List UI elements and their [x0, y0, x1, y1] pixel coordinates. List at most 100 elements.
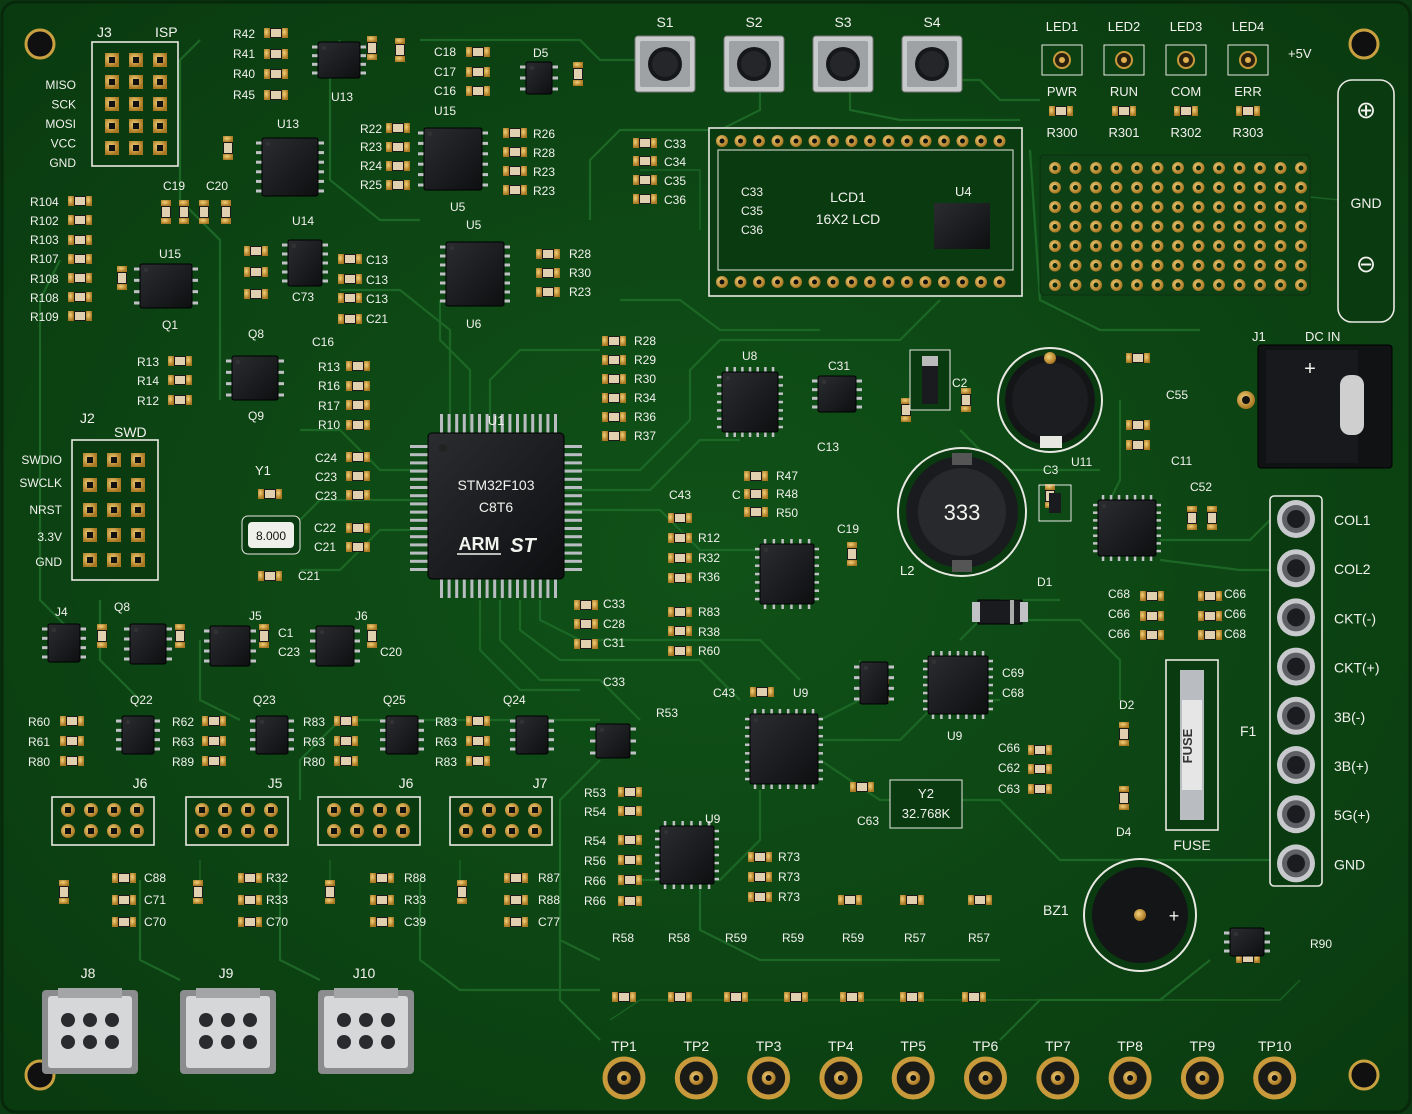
tactile-switch[interactable]: [723, 35, 785, 93]
tactile-switch[interactable]: [812, 35, 874, 93]
smd-passive: [259, 624, 269, 648]
smd-passive: [202, 716, 226, 726]
component-ref-label: C68: [1108, 587, 1130, 601]
smd-passive: [457, 880, 467, 904]
proto-pad-hole: [1278, 204, 1283, 210]
header-pin-post: [111, 507, 117, 513]
smd-passive: [574, 619, 598, 629]
terminal-label: CKT(+): [1334, 660, 1380, 676]
proto-pad-hole: [1155, 185, 1160, 190]
mcu-pin: [410, 469, 430, 473]
swd-pin-label: GND: [35, 555, 62, 569]
proto-pad-hole: [1298, 224, 1304, 229]
buzzer: + BZ1: [1043, 858, 1197, 972]
mcu-pin: [410, 527, 430, 530]
smd-passive: [612, 992, 636, 1002]
smd-passive: [59, 880, 69, 904]
header-pin-post: [157, 101, 163, 107]
proto-pad-hole: [1134, 224, 1140, 229]
terminal-label: 5G(+): [1334, 807, 1370, 823]
terminal-label: COL2: [1334, 561, 1371, 577]
component-ref-label: R66: [584, 894, 606, 908]
smd-passive: [466, 86, 490, 96]
lcd-pin-hole: [719, 279, 725, 285]
component-ref-label: C77: [538, 915, 560, 929]
component-ref-label: R83: [435, 755, 457, 769]
svg-text:LCD1: LCD1: [830, 189, 866, 205]
smd-passive: [112, 917, 136, 927]
proto-pad-hole: [1114, 224, 1119, 229]
dc-jack: J1 DC IN +: [1237, 329, 1393, 469]
smd-passive: [633, 194, 657, 204]
mcu-pin: [493, 414, 497, 434]
smd-passive: [112, 873, 136, 883]
proto-pad-hole: [1134, 243, 1140, 249]
proto-pad-hole: [1093, 243, 1099, 249]
mcu-pin: [500, 414, 504, 434]
smd-passive: [68, 215, 92, 225]
component-ref-label: R104: [30, 195, 59, 209]
smd-passive: [68, 292, 92, 302]
svg-text:GND: GND: [1350, 195, 1381, 211]
mcu-pin: [500, 578, 504, 598]
proto-pad-hole: [1175, 185, 1181, 190]
ic-chip: [854, 661, 894, 705]
component-ref-label: R47: [776, 469, 798, 483]
proto-pad-hole: [1257, 243, 1263, 249]
mcu-pin: [562, 486, 582, 489]
component-ref-label: R12: [698, 531, 720, 545]
isp-pin-label: MISO: [45, 78, 76, 92]
ic-chip: [282, 239, 328, 287]
component-ref-label: C62: [998, 761, 1020, 775]
test-point-label: TP5: [900, 1038, 926, 1054]
proto-pad-hole: [1073, 243, 1078, 249]
component-ref-label: C69: [1002, 666, 1024, 680]
smd-passive: [961, 388, 971, 412]
proto-pad-hole: [1155, 204, 1160, 210]
lcd-pin-hole: [978, 138, 984, 144]
smd-passive: [744, 471, 768, 481]
smd-passive: [1207, 506, 1217, 530]
lcd-pin-hole: [997, 138, 1002, 144]
mcu-chip: U1 STM32F103 C8T6 ARM ST: [410, 413, 582, 598]
status-led: [1041, 44, 1083, 76]
proto-pad-hole: [1073, 185, 1078, 190]
ic-chip: [655, 821, 719, 889]
power-terminal: ⊕ GND ⊖: [1337, 79, 1395, 323]
component-ref-label: U9: [947, 729, 963, 743]
proto-pad-hole: [1196, 243, 1201, 249]
switch-label: S3: [834, 14, 851, 30]
lcd-pin-hole: [738, 279, 743, 285]
header-pin-post: [111, 482, 117, 488]
switch-label: S1: [656, 14, 673, 30]
component-ref-label: R42: [233, 27, 255, 41]
ic-chip: [717, 367, 783, 437]
pin-header: [317, 796, 421, 846]
proto-pad-hole: [1114, 282, 1119, 288]
pin-header: [449, 796, 553, 846]
component-ref-label: C18: [434, 45, 456, 59]
smd-passive: [161, 200, 171, 224]
smd-passive: [1198, 630, 1222, 640]
lcd-pin-hole: [775, 279, 780, 285]
ic-chip: [256, 137, 324, 197]
tactile-switch[interactable]: [634, 35, 696, 93]
proto-pad-hole: [1237, 224, 1242, 229]
led-resistor-label: R301: [1108, 125, 1139, 140]
component-ref-label: C70: [144, 915, 166, 929]
lcd-pin-hole: [849, 138, 854, 144]
proto-pad-hole: [1216, 243, 1222, 249]
smd-passive: [724, 992, 748, 1002]
component-ref-label: C13: [817, 440, 839, 454]
mcu-pin: [546, 414, 550, 434]
smd-passive: [1140, 611, 1164, 621]
component-ref-label: R24: [360, 159, 382, 173]
test-point: [747, 1056, 791, 1100]
lcd-pin-hole: [793, 138, 799, 144]
tactile-switch[interactable]: [901, 35, 963, 93]
component-ref-label: R57: [904, 931, 926, 945]
component-ref-label: D1: [1037, 575, 1053, 589]
lcd-pin-hole: [793, 279, 799, 285]
ic-chip: [520, 61, 558, 95]
